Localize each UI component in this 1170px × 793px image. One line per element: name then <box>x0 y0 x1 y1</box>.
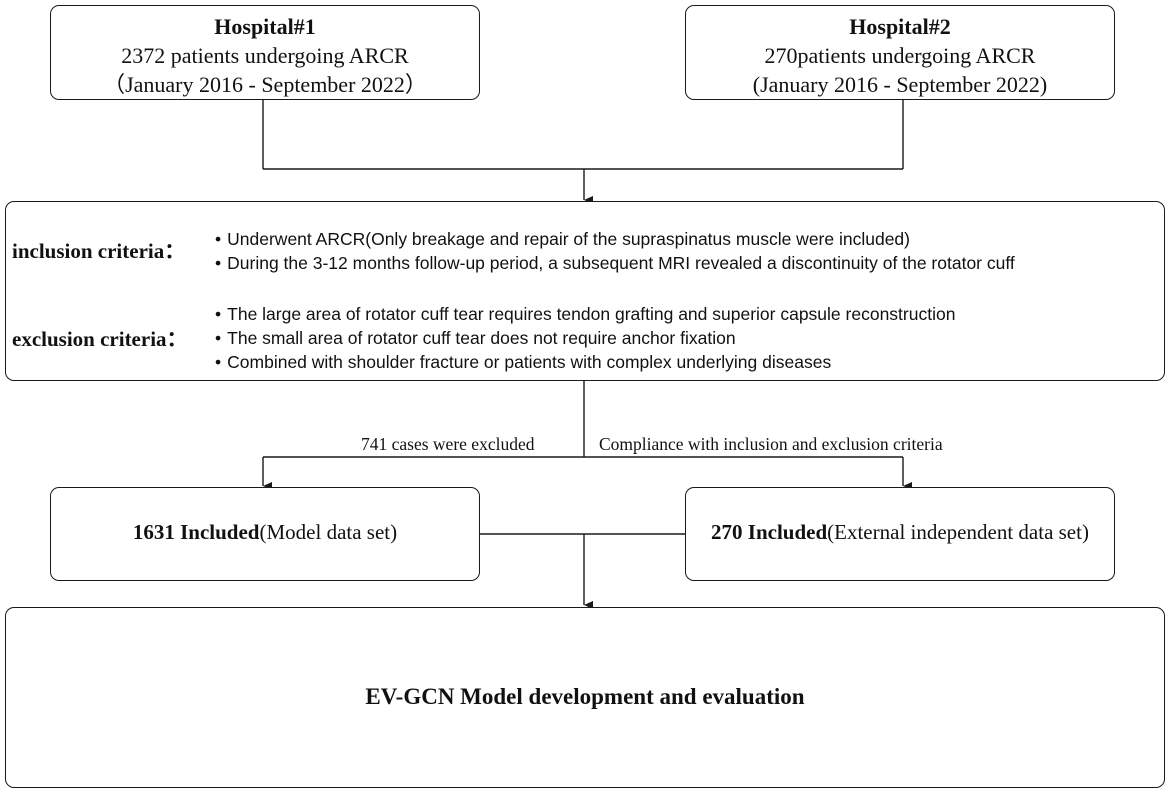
external-data-set-box: 270 Included(External independent data s… <box>685 487 1115 581</box>
exclusion-criteria-label: exclusion criteria： <box>12 327 188 351</box>
hospital1-patients: 2372 patients undergoing ARCR <box>121 43 409 68</box>
model-data-set-label: 1631 Included(Model data set) <box>51 520 479 545</box>
model-data-set-name: (Model data set) <box>259 520 398 544</box>
model-data-set-box: 1631 Included(Model data set) <box>50 487 480 581</box>
external-data-set-label: 270 Included(External independent data s… <box>686 520 1114 545</box>
inclusion-item: Underwent ARCR(Only breakage and repair … <box>215 227 1015 251</box>
hospital1-period: （January 2016 - September 2022） <box>103 72 427 97</box>
inclusion-item: During the 3-12 months follow-up period,… <box>215 251 1015 275</box>
hospital2-patients: 270patients undergoing ARCR <box>764 43 1036 68</box>
exclusion-item: The large area of rotator cuff tear requ… <box>215 302 955 326</box>
exclusion-criteria-list: The large area of rotator cuff tear requ… <box>215 302 955 374</box>
final-model-label: EV-GCN Model development and evaluation <box>365 684 805 709</box>
exclusion-item: The small area of rotator cuff tear does… <box>215 326 955 350</box>
final-model-box: EV-GCN Model development and evaluation <box>5 607 1165 788</box>
hospital2-title: Hospital#2 <box>849 14 951 39</box>
hospital2-box: Hospital#2 270patients undergoing ARCR (… <box>685 5 1115 100</box>
inclusion-criteria-label: inclusion criteria： <box>12 239 186 263</box>
model-data-set-count: 1631 Included <box>132 520 260 544</box>
exclusion-item: Combined with shoulder fracture or patie… <box>215 350 955 374</box>
inclusion-criteria-list: Underwent ARCR(Only breakage and repair … <box>215 227 1015 275</box>
hospital1-box: Hospital#1 2372 patients undergoing ARCR… <box>50 5 480 100</box>
hospital1-title: Hospital#1 <box>214 14 316 39</box>
hospital2-period: (January 2016 - September 2022) <box>752 72 1048 97</box>
external-data-set-count: 270 Included <box>711 520 828 544</box>
external-data-set-name: (External independent data set) <box>827 520 1089 544</box>
criteria-box: inclusion criteria： Underwent ARCR(Only … <box>5 201 1165 381</box>
excluded-cases-label: 741 cases were excluded <box>361 434 535 454</box>
compliance-label: Compliance with inclusion and exclusion … <box>599 434 943 454</box>
